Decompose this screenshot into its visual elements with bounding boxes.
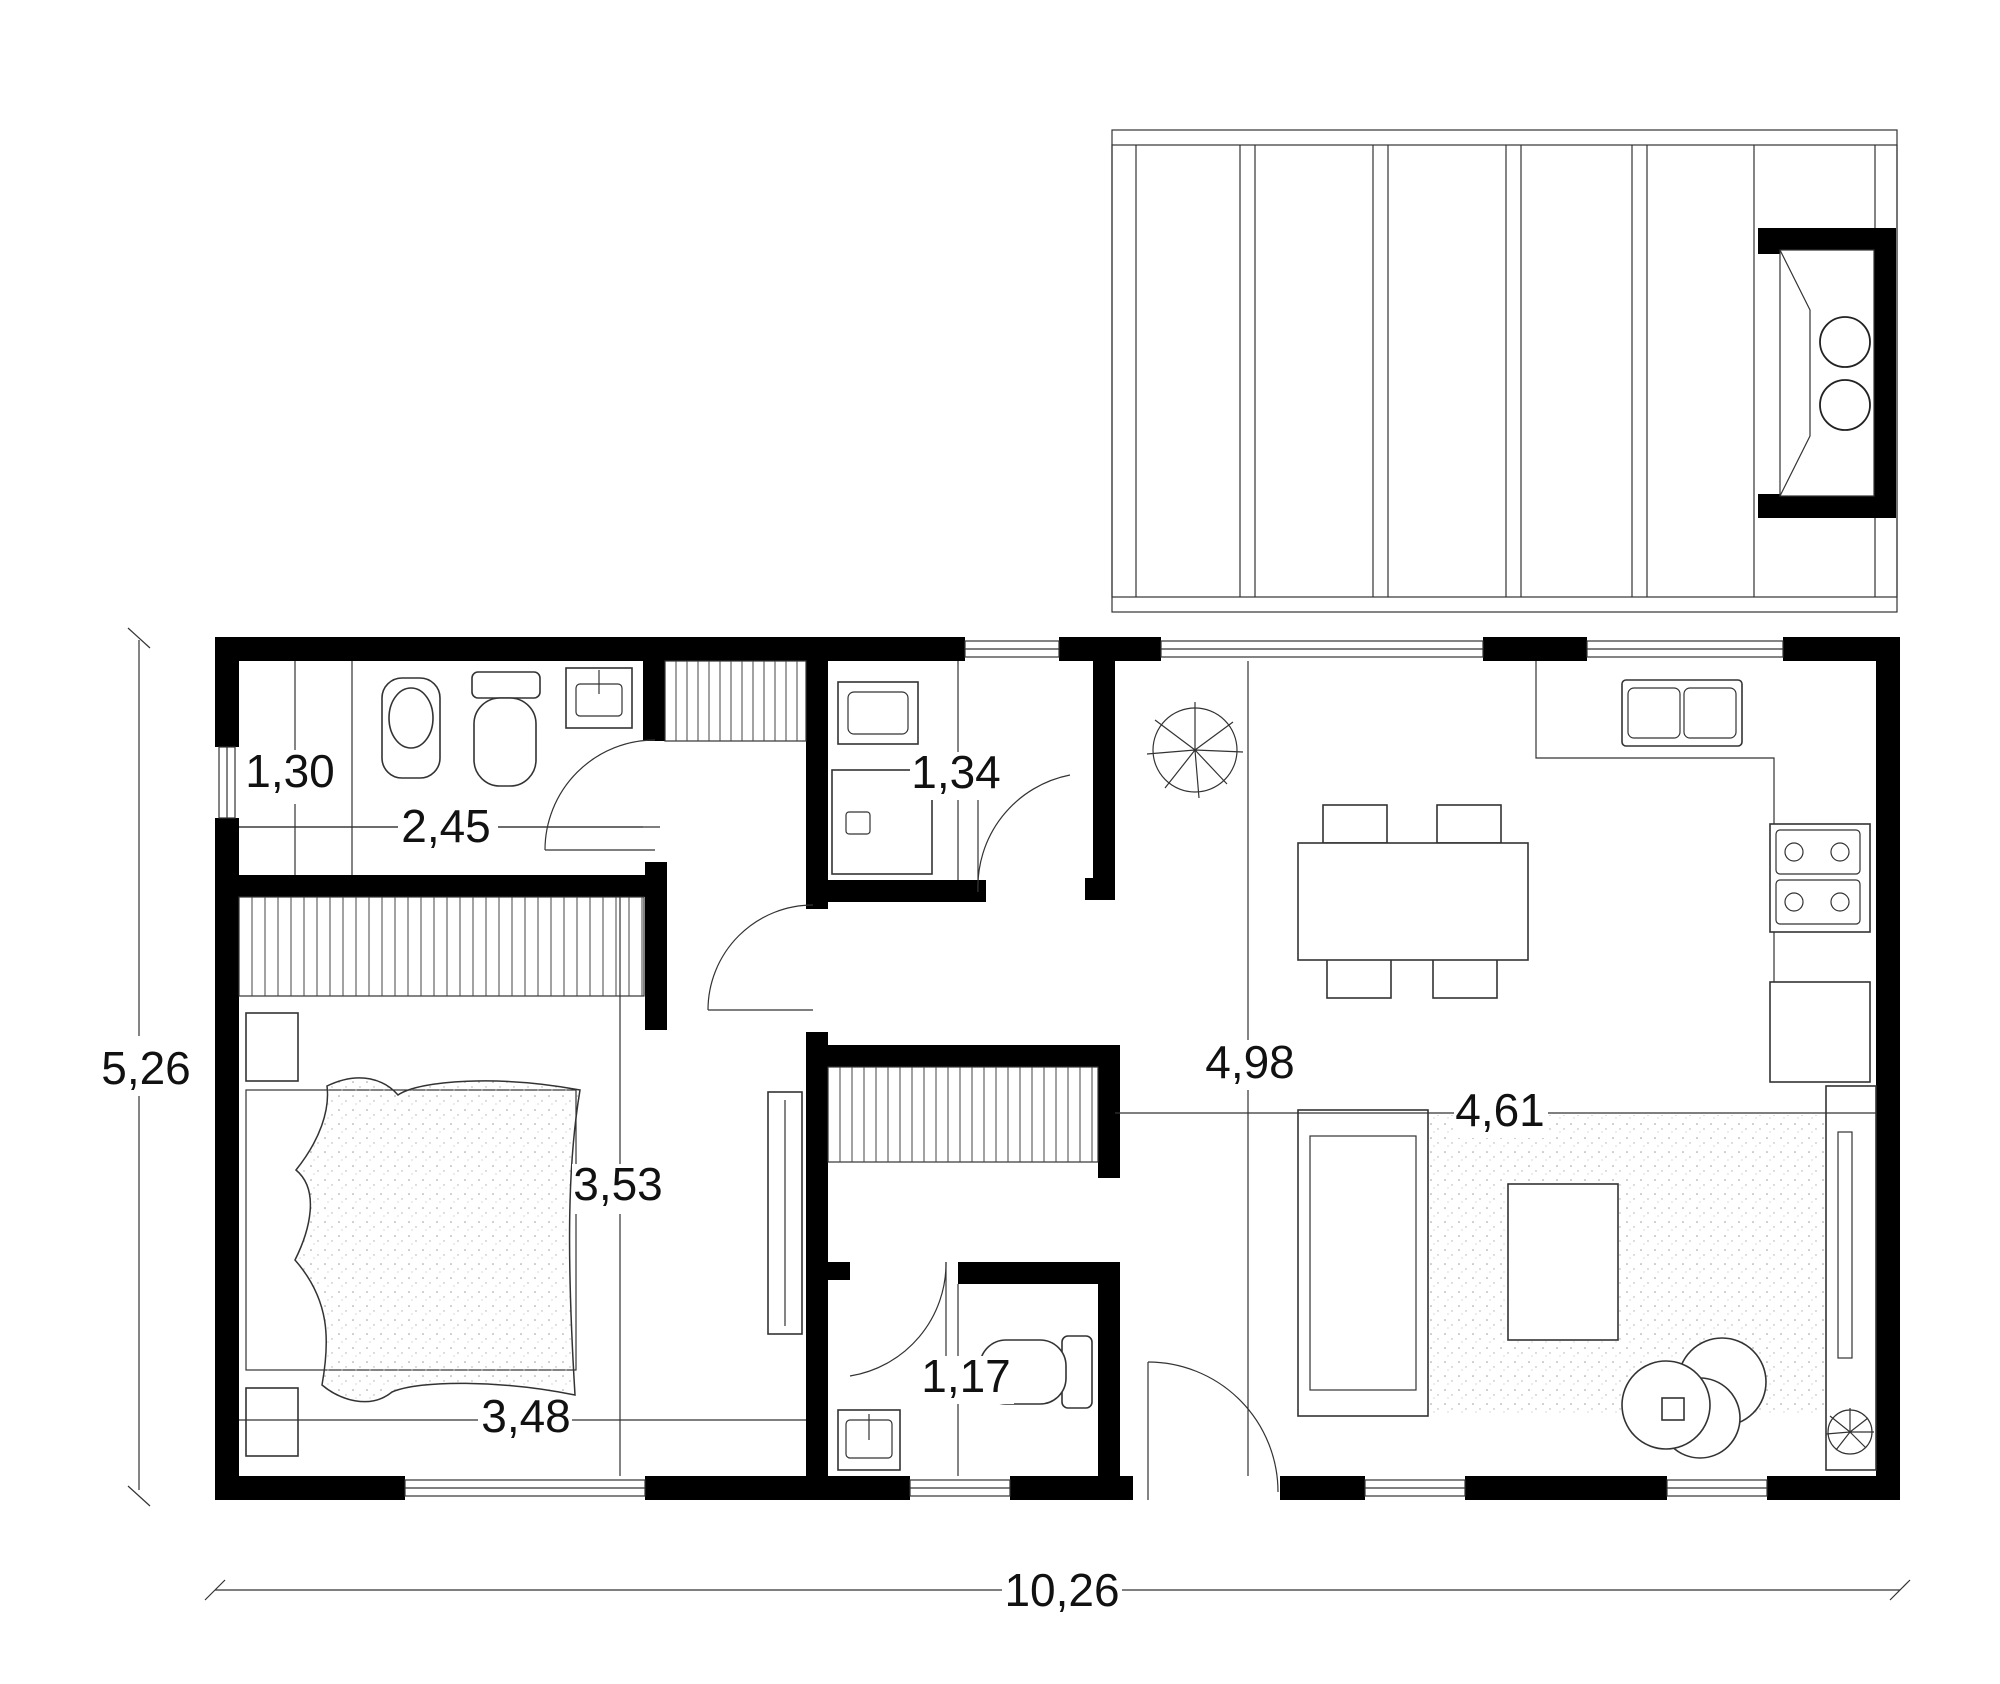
living-depth-label: 4,98 (1205, 1036, 1295, 1088)
bathroom-wardrobe (664, 660, 807, 742)
exterior-walls (215, 637, 1900, 1500)
toilet-width-label: 1,17 (921, 1350, 1011, 1402)
overall-width-label: 10,26 (1004, 1564, 1119, 1616)
overall-depth-label: 5,26 (101, 1042, 191, 1094)
interior-walls (239, 657, 1120, 1476)
plants (1146, 702, 1874, 1455)
living-furniture (1297, 1085, 1877, 1471)
dining-set (1297, 804, 1529, 999)
dimension-labels: 10,26 5,26 1,30 2,45 1,34 3,53 3,48 1,17… (100, 745, 1548, 1618)
living-width-label: 4,61 (1455, 1084, 1545, 1136)
bedroom-closet (238, 896, 645, 997)
laundry-fixtures (831, 681, 933, 875)
bedroom-furniture (245, 1012, 803, 1457)
bathroom-fixtures (239, 661, 643, 875)
bathroom-depth-label: 1,30 (245, 745, 335, 797)
bbq-grill (1758, 228, 1896, 518)
bathroom-width-label: 2,45 (401, 800, 491, 852)
kitchen-counters (1535, 661, 1871, 1083)
pergola (1111, 129, 1898, 613)
laundry-width-label: 1,34 (911, 746, 1001, 798)
bedroom-width-label: 3,48 (481, 1390, 571, 1442)
bedroom-depth-label: 3,53 (573, 1158, 663, 1210)
laundry-closet (827, 1066, 1099, 1163)
windows (218, 640, 1784, 1497)
